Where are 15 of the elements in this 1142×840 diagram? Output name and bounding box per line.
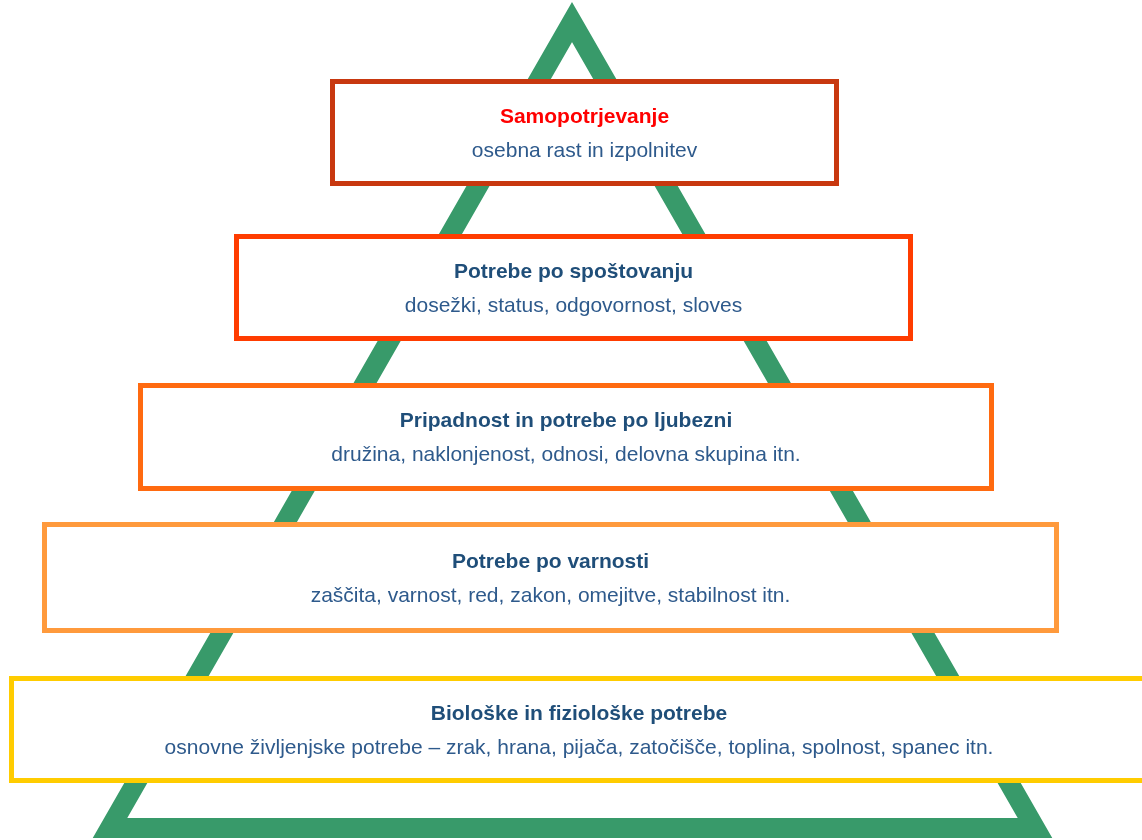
- level-description: dosežki, status, odgovornost, sloves: [404, 292, 743, 317]
- level-description: družina, naklonjenost, odnosi, delovna skupina itn.: [331, 442, 801, 466]
- level-title: Pripadnost in potrebe po ljubezni: [399, 408, 733, 432]
- level-title: Samopotrjevanje: [499, 103, 670, 128]
- level-box: [42, 522, 1059, 633]
- level-box: [9, 676, 1142, 783]
- level-box: [234, 234, 913, 341]
- level-box: [138, 383, 994, 491]
- level-title: Potrebe po varnosti: [451, 548, 650, 573]
- level-description: zaščita, varnost, red, zakon, omejitve, stabilnost itn.: [310, 582, 791, 607]
- level-description: osnovne življenjske potrebe – zrak, hrana, pijača, zatočišče, toplina, spolnost, spanec itn.: [164, 734, 994, 759]
- level-title: Potrebe po spoštovanju: [453, 258, 694, 283]
- level-box: [330, 79, 839, 186]
- level-title: Biološke in fiziološke potrebe: [430, 700, 728, 725]
- level-description: osebna rast in izpolnitev: [471, 137, 698, 162]
